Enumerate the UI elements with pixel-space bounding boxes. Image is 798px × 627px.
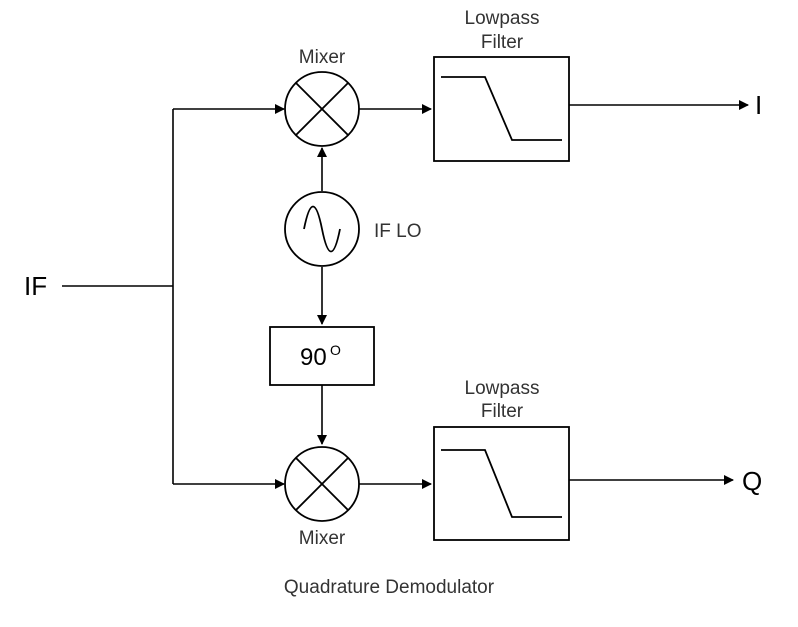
input-wiring (62, 104, 285, 489)
mixer-bottom-label: Mixer (299, 528, 346, 549)
phase-shift-unit: O (330, 342, 341, 358)
phase-shifter: 90 O (269, 326, 375, 386)
local-oscillator (284, 191, 360, 267)
mixer-top-label: Mixer (299, 47, 346, 68)
input-if-label: IF (24, 271, 47, 301)
output-q-label: Q (742, 466, 762, 496)
diagram-title: Quadrature Demodulator (284, 577, 495, 598)
mixer-bottom (284, 446, 360, 522)
lowpass-filter-bottom (433, 426, 570, 541)
filter-bottom-label-line2: Filter (481, 401, 524, 422)
phase-shift-value: 90 (300, 344, 327, 371)
lo-label: IF LO (374, 221, 422, 242)
filter-top-label-line1: Lowpass (465, 8, 540, 29)
filter-top-label-line2: Filter (481, 32, 524, 53)
lowpass-filter-top (433, 56, 570, 162)
output-i-label: I (755, 90, 762, 120)
filter-bottom-label-line1: Lowpass (465, 378, 540, 399)
mixer-top (284, 71, 360, 147)
